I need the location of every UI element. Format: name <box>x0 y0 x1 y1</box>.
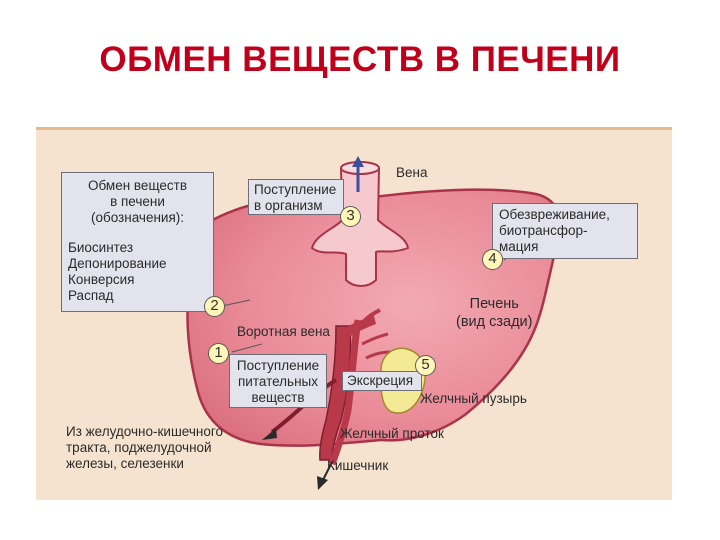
intestine-arrow-icon <box>317 476 328 490</box>
excretion-box: Экскреция <box>342 371 422 391</box>
gi-arrow-icon <box>262 428 277 440</box>
marker-2: 2 <box>204 296 225 317</box>
portal-vein-label: Воротная вена <box>237 324 330 339</box>
intake-organism-line: Поступление <box>254 182 337 197</box>
detox-line: Обезвреживание, <box>499 207 610 222</box>
intake-organism-line: в организм <box>254 198 323 213</box>
legend-item-conversion: Конверсия <box>68 272 135 287</box>
liver-label: Печень (вид сзади) <box>456 295 532 331</box>
nutrients-box: Поступление питательных веществ <box>229 354 327 408</box>
legend-heading-line: (обозначения): <box>90 210 185 225</box>
excretion-label: Экскреция <box>347 373 414 388</box>
marker-5: 5 <box>415 355 436 376</box>
bile-duct-label: Желчный проток <box>340 426 444 441</box>
liver-label-line: (вид сзади) <box>456 314 533 330</box>
from-gi-label: Из желудочно-кишечного тракта, поджелудо… <box>66 424 223 472</box>
nutrients-line: питательных <box>237 374 318 389</box>
gallbladder-label: Желчный пузырь <box>420 391 527 406</box>
legend-box: Обмен веществ в печени (обозначения): Би… <box>61 172 214 312</box>
from-gi-line: железы, селезенки <box>66 456 184 471</box>
nutrients-line: веществ <box>251 390 305 405</box>
from-gi-line: Из желудочно-кишечного <box>66 424 223 439</box>
detox-box: Обезвреживание, биотрансфор- мация <box>492 203 638 259</box>
legend-item-breakdown: Распад <box>68 288 114 303</box>
from-gi-line: тракта, поджелудочной <box>66 440 212 455</box>
up-arrow-icon <box>352 156 364 167</box>
legend-item-deposition: Депонирование <box>68 256 167 271</box>
detox-line: мация <box>499 239 539 254</box>
intestine-label: Кишечник <box>327 458 389 473</box>
marker-1: 1 <box>208 343 229 364</box>
legend-heading-line: в печени <box>110 194 165 209</box>
marker-4: 4 <box>482 249 503 270</box>
legend-item-biosynthesis: Биосинтез <box>68 240 134 255</box>
vein-label: Вена <box>396 165 428 180</box>
vena-cava <box>310 161 410 287</box>
intake-organism-box: Поступление в организм <box>248 179 344 215</box>
bile-duct <box>328 319 362 466</box>
legend-heading-line: Обмен веществ <box>87 178 188 193</box>
detox-line: биотрансфор- <box>499 223 588 238</box>
page-title: ОБМЕН ВЕЩЕСТВ В ПЕЧЕНИ <box>99 40 621 79</box>
marker-3: 3 <box>340 206 361 227</box>
nutrients-line: Поступление <box>236 358 320 373</box>
liver-diagram: Обмен веществ в печени (обозначения): Би… <box>36 127 672 500</box>
liver-label-line: Печень <box>469 296 519 312</box>
